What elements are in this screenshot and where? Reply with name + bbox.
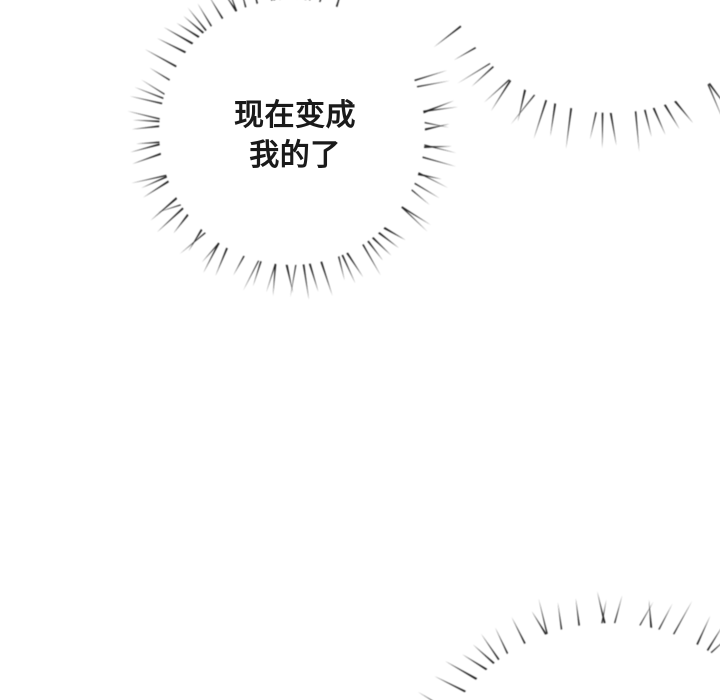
bubble-1-spiky-outline	[127, 0, 459, 300]
bubble-3-spiky-outline	[417, 591, 720, 700]
bubble-2-spiky-outline	[433, 25, 720, 153]
bubble-1-dialogue-text: 现在变成 我的了	[234, 98, 356, 173]
